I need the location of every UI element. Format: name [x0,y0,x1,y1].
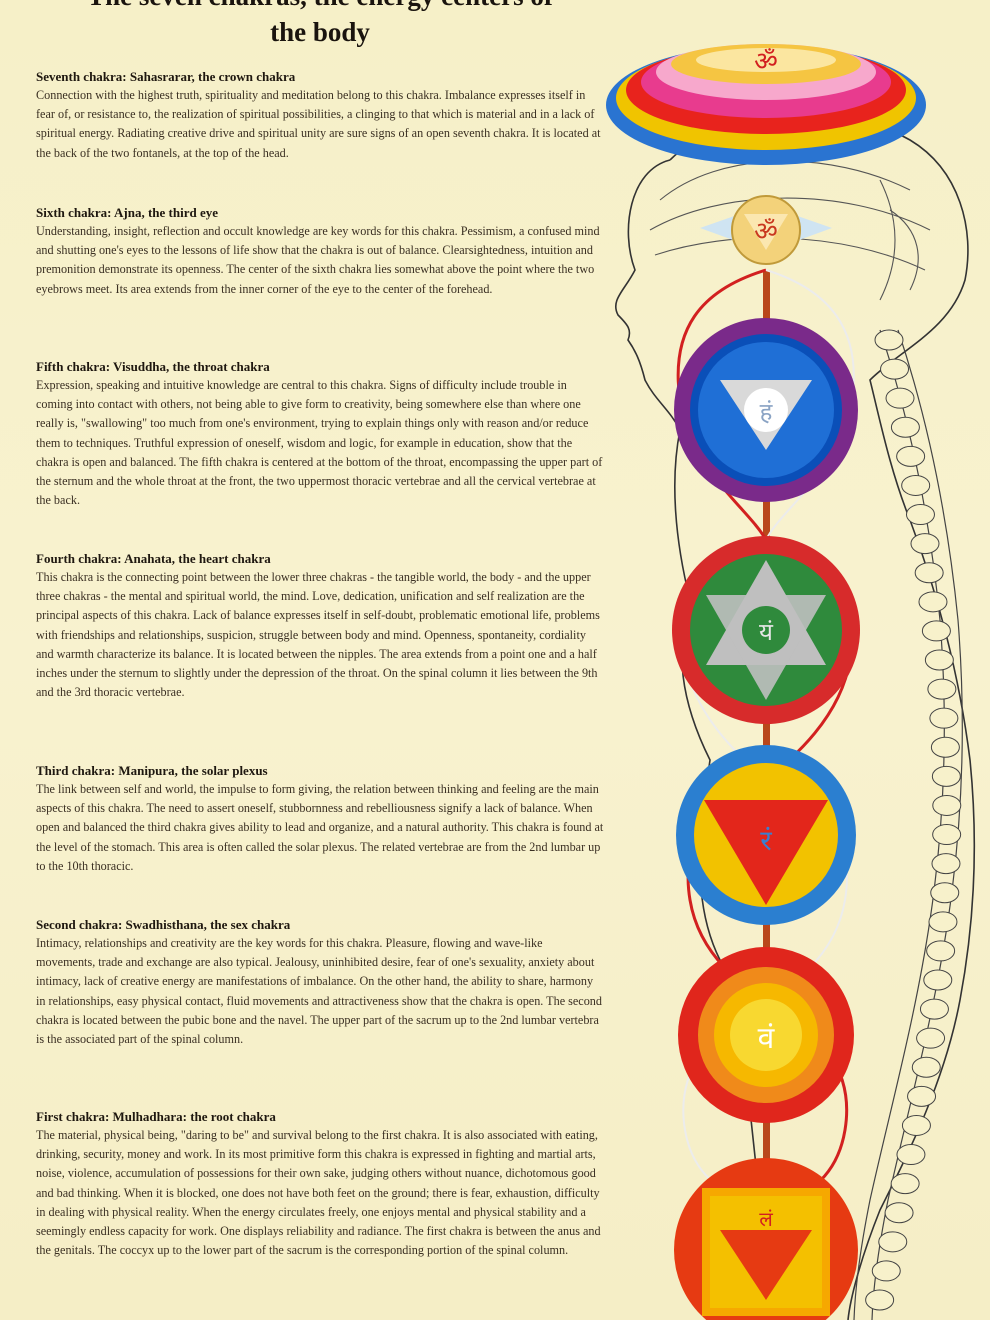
sacral-symbol: वं [758,1021,776,1056]
heart-chakra: यं [672,536,860,724]
vertebra [890,416,920,438]
section-second-chakra: Second chakra: Swadhisthana, the sex cha… [36,916,604,1049]
vertebra [923,969,953,991]
vertebra [874,329,904,351]
section-body: The material, physical being, "daring to… [36,1128,601,1258]
vertebra [884,1202,914,1224]
vertebra [901,1114,931,1136]
section-fifth-chakra: Fifth chakra: Visuddha, the throat chakr… [36,358,604,510]
section-seventh-chakra: Seventh chakra: Sahasrarar, the crown ch… [36,68,604,163]
vertebra [928,911,958,933]
section-heading: Fourth chakra: Anahata, the heart chakra [36,551,271,566]
section-body: Intimacy, relationships and creativity a… [36,936,602,1047]
vertebra [914,562,944,584]
vertebra [910,533,940,555]
section-body: Connection with the highest truth, spiri… [36,88,601,160]
vertebra [932,824,962,846]
crown-chakra: ॐ [606,44,926,165]
vertebra [916,1027,946,1049]
ajna-symbol: ॐ [754,217,778,247]
vertebra [896,445,926,467]
vertebra [931,853,961,875]
section-body: Understanding, insight, reflection and o… [36,224,600,296]
sacral-chakra: वं [678,947,854,1123]
vertebra [865,1289,895,1311]
section-heading: Seventh chakra: Sahasrarar, the crown ch… [36,69,296,84]
section-heading: Fifth chakra: Visuddha, the throat chakr… [36,359,270,374]
root-chakra: लं [674,1158,858,1320]
vertebra [921,620,951,642]
vertebra [931,765,961,787]
section-body: This chakra is the connecting point betw… [36,570,600,700]
root-symbol: लं [759,1207,773,1231]
section-heading: Third chakra: Manipura, the solar plexus [36,763,268,778]
section-heading: First chakra: Mulhadhara: the root chakr… [36,1109,276,1124]
vertebra [918,591,948,613]
vertebra [896,1144,926,1166]
vertebra [926,940,956,962]
section-heading: Second chakra: Swadhisthana, the sex cha… [36,917,291,932]
section-body: Expression, speaking and intuitive knowl… [36,378,603,508]
vertebra [911,1056,941,1078]
title-line-2: the body [270,17,370,47]
vertebra [930,882,960,904]
vertebra [932,794,962,816]
throat-chakra: हं [674,318,858,502]
vertebra [905,504,935,526]
vertebra [890,1173,920,1195]
solar-symbol: रं [760,824,772,857]
vertebra [901,474,931,496]
page-title: The seven chakras, the energy centers of… [20,0,620,50]
title-line-1: The seven chakras, the energy centers of [87,0,553,11]
section-body: The link between self and world, the imp… [36,782,604,873]
heart-symbol: यं [759,618,774,646]
vertebra [924,649,954,671]
vertebra [930,736,960,758]
vertebra [927,678,957,700]
vertebra [871,1260,901,1282]
vertebra [878,1231,908,1253]
vertebra [919,998,949,1020]
vertebrae [865,329,962,1311]
section-sixth-chakra: Sixth chakra: Ajna, the third eye Unders… [36,204,604,299]
section-third-chakra: Third chakra: Manipura, the solar plexus… [36,762,604,876]
vertebra [885,387,915,409]
vertebra [929,707,959,729]
chakra-diagram: ॐ ॐ हं यं [580,0,990,1320]
vertebra [880,358,910,380]
throat-symbol: हं [760,398,774,426]
crown-symbol: ॐ [754,47,778,77]
section-first-chakra: First chakra: Mulhadhara: the root chakr… [36,1108,604,1260]
ajna-chakra: ॐ [700,195,832,265]
vertebra [907,1085,937,1107]
solar-chakra: रं [676,745,856,925]
section-fourth-chakra: Fourth chakra: Anahata, the heart chakra… [36,550,604,702]
section-heading: Sixth chakra: Ajna, the third eye [36,205,218,220]
